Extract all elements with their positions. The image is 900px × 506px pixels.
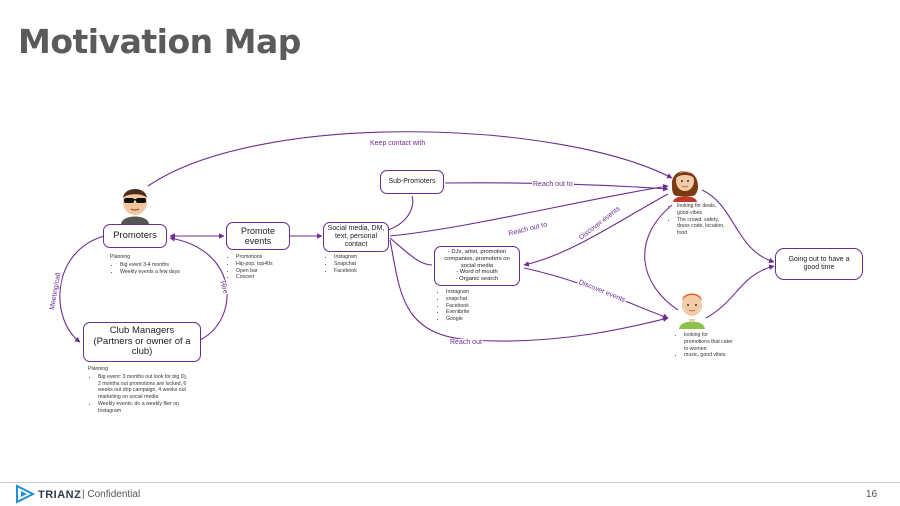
page-number: 16 bbox=[866, 489, 878, 500]
list-item: Snapchat bbox=[334, 261, 384, 268]
node-sub-promoters: Sub-Promoters bbox=[380, 170, 444, 194]
edge-social-sub bbox=[387, 195, 414, 231]
discovery-line-2: - Word of mouth bbox=[456, 269, 498, 276]
man-avatar-icon bbox=[679, 293, 705, 329]
edge-female-goingout bbox=[701, 189, 775, 264]
edge-male-goingout bbox=[705, 264, 775, 319]
edge-social-female bbox=[389, 184, 669, 237]
woman-avatar-icon bbox=[671, 171, 698, 202]
list-item: Hip-pop, top40s bbox=[236, 261, 296, 268]
notes-promoters: Planning Big event 3-4 months Weekly eve… bbox=[110, 254, 180, 275]
list-item: music, good vibes bbox=[684, 352, 734, 359]
node-promote-events: Promote events bbox=[226, 222, 290, 250]
list-item: The crowd, safety, dress code, location,… bbox=[677, 217, 725, 237]
notes-promote-events: Promotions Hip-pop, top40s Open bar Conc… bbox=[226, 254, 296, 281]
edge-social-discovery bbox=[389, 237, 433, 266]
notes-discovery: Instagram snapchat Facebook Eventbrite G… bbox=[436, 289, 496, 323]
label-reach-out-to-sub: Reach out to bbox=[532, 181, 574, 188]
list-item: Eventbrite bbox=[446, 309, 496, 316]
node-going-out: Going out to have a good time bbox=[775, 248, 863, 280]
notes-social-media: Instagram Snapchat Facebook bbox=[324, 254, 384, 274]
notes-heading: Planning bbox=[110, 254, 131, 260]
discovery-line-3: - Organic search bbox=[455, 275, 499, 282]
notes-club-managers: Planning Big event: 3 months out look fo… bbox=[88, 366, 190, 414]
label-keep-contact: Keep contact with bbox=[369, 140, 427, 147]
edge-meeting bbox=[59, 235, 105, 343]
node-discovery-channels: - DJs, artist, promotion companies, prom… bbox=[434, 246, 520, 286]
notes-male-persona: looking for promotions that cater to wom… bbox=[674, 332, 734, 359]
notes-female-persona: looking for deals, good vibes The crowd,… bbox=[667, 203, 725, 237]
node-club-managers: Club Managers (Partners or owner of a cl… bbox=[83, 322, 201, 362]
node-promoters: Promoters bbox=[103, 224, 167, 248]
list-item: Facebook bbox=[446, 303, 496, 310]
list-item: Concert bbox=[236, 274, 296, 281]
trianz-logo-icon bbox=[16, 484, 36, 504]
footer-divider bbox=[0, 482, 900, 483]
page-title: Motivation Map bbox=[18, 22, 301, 61]
footer-brand: TRIANZ bbox=[38, 489, 82, 501]
list-item: looking for deals, good vibes bbox=[677, 203, 725, 217]
list-item: Promotions bbox=[236, 254, 296, 261]
footer-confidential: | Confidential bbox=[82, 489, 141, 500]
list-item: snapchat bbox=[446, 296, 496, 303]
notes-heading: Planning bbox=[88, 366, 109, 372]
edge-female-male bbox=[644, 204, 679, 311]
edge-keep-contact bbox=[147, 131, 673, 187]
list-item: Instagram bbox=[446, 289, 496, 296]
node-social-media: Social media, DM, text, personal contact bbox=[323, 222, 389, 252]
list-item: Instagram bbox=[334, 254, 384, 261]
edge-social-male bbox=[389, 239, 669, 342]
edge-female-discovery bbox=[523, 193, 669, 267]
label-reach-out: Reach out bbox=[449, 339, 483, 346]
discovery-line-1: - DJs, artist, promotion companies, prom… bbox=[444, 249, 510, 269]
list-item: Weekly events: do a weekly flier on Inst… bbox=[98, 401, 190, 415]
list-item: Facebook bbox=[334, 268, 384, 275]
list-item: Google bbox=[446, 316, 496, 323]
list-item: looking for promotions that cater to wom… bbox=[684, 332, 734, 352]
list-item: Big event: 3 months out look for big Dj,… bbox=[98, 374, 190, 401]
list-item: Big event 3-4 months bbox=[120, 262, 180, 269]
list-item: Weekly events a few days bbox=[120, 269, 180, 276]
list-item: Open bar bbox=[236, 268, 296, 275]
man-with-sunglasses-icon bbox=[121, 189, 149, 224]
